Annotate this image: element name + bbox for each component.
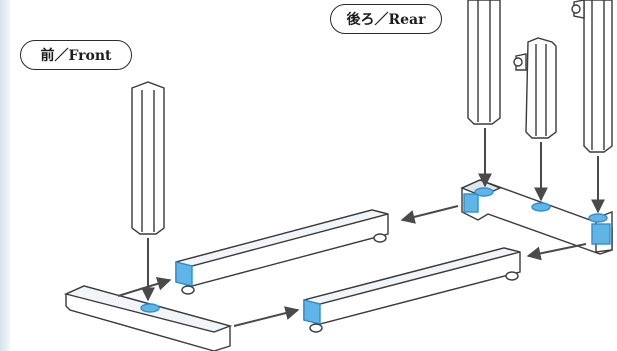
rear-post-middle [513,37,557,139]
arrow-to-rear-frame [400,205,459,224]
front-label-text: 前／Front [40,48,112,64]
rear-frame [460,179,613,255]
left-edge-strip [0,0,12,351]
front-label: 前／Front [20,40,132,70]
rear-label-text: 後ろ／Rear [346,12,426,28]
rear-label: 後ろ／Rear [330,4,442,34]
rear-post-left [467,0,501,125]
front-post [131,81,165,235]
side-rail-lower [303,247,521,333]
side-rail-upper [175,209,389,295]
arrow-rear-frame-to-lower-rail [526,243,587,261]
arrow-front-rail-to-upper [117,277,172,297]
front-base-rail [63,285,233,351]
rear-post-right [571,0,613,153]
arrow-front-rail-to-lower [233,306,300,327]
assembly-arrows [117,128,605,327]
